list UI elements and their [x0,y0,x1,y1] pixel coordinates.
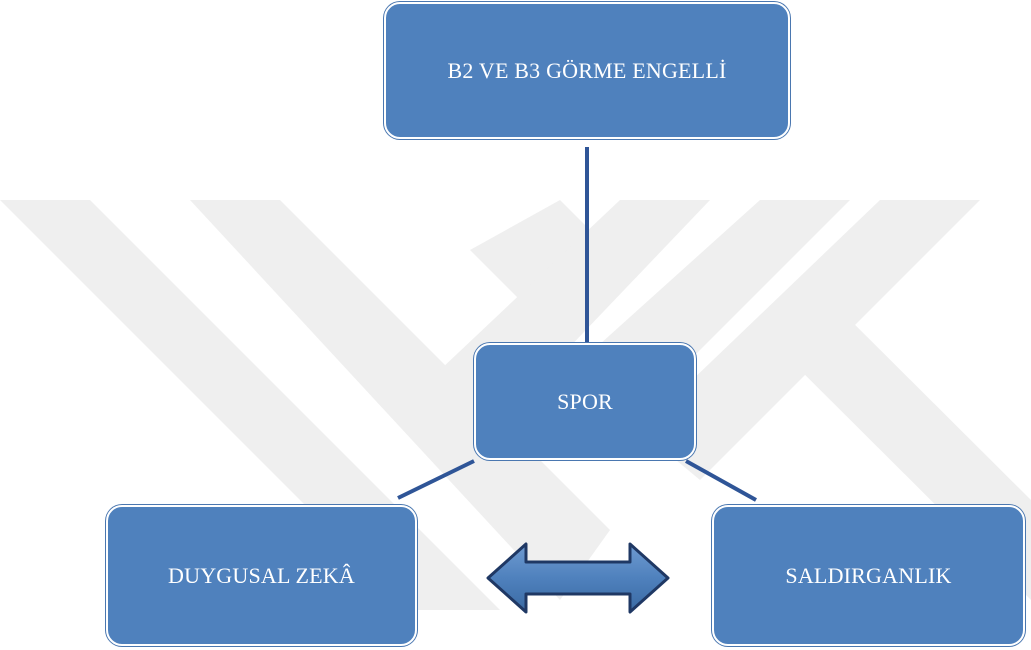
node-spor: SPOR [474,343,696,460]
connector-center-left [397,459,475,500]
node-spor-label: SPOR [557,388,613,414]
watermark-stroke-3 [470,200,610,300]
node-duygusal-zeka-label: DUYGUSAL ZEKÂ [168,562,355,588]
node-saldirganlik-label: SALDIRGANLIK [785,562,952,588]
connector-center-right [685,459,757,502]
node-gorme-engelli-label: B2 VE B3 GÖRME ENGELLİ [447,57,727,83]
node-gorme-engelli: B2 VE B3 GÖRME ENGELLİ [384,2,790,139]
node-saldirganlik: SALDIRGANLIK [712,505,1025,646]
watermark-stroke-2 [190,200,610,600]
node-duygusal-zeka: DUYGUSAL ZEKÂ [106,505,417,646]
double-arrow-icon [486,542,670,614]
